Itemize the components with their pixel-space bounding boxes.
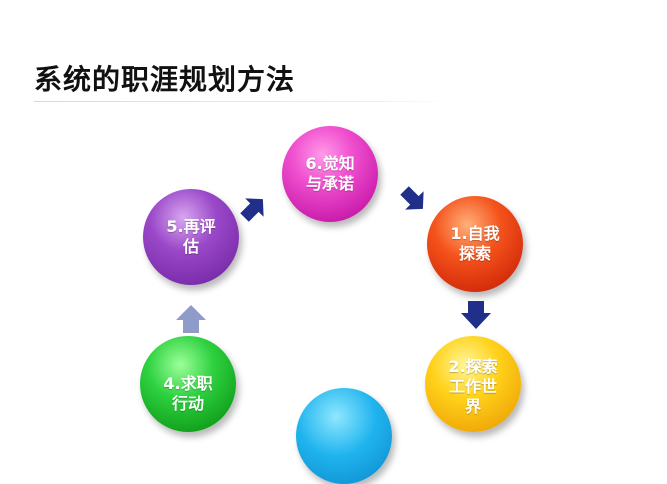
career-cycle-diagram: 6.觉知 与承诺 1.自我 探索 2.探索 工作世 界 4.求职 行动 5.再评… (140, 126, 523, 484)
node-explore-work-world: 2.探索 工作世 界 (425, 336, 521, 432)
node-explore-work-world-label: 2.探索 工作世 界 (448, 357, 498, 416)
node-re-evaluate-label: 5.再评 估 (166, 217, 216, 256)
node-job-search-action-label: 4.求职 行动 (163, 374, 213, 413)
node-awareness-commitment-label: 6.觉知 与承诺 (305, 154, 355, 193)
arrow-5-to-6-icon (236, 192, 270, 226)
node-awareness-commitment: 6.觉知 与承诺 (282, 126, 378, 222)
node-job-search-action: 4.求职 行动 (140, 336, 236, 432)
title-divider (34, 101, 454, 102)
node-self-exploration-label: 1.自我 探索 (450, 224, 500, 263)
arrow-6-to-1-icon (396, 182, 430, 216)
arrow-4-to-5-icon (175, 304, 207, 334)
node-self-exploration: 1.自我 探索 (427, 196, 523, 292)
slide-title: 系统的职涯规划方法 (34, 63, 296, 96)
node-re-evaluate: 5.再评 估 (143, 189, 239, 285)
node-step-3 (296, 388, 392, 484)
arrow-1-to-2-icon (460, 300, 492, 330)
